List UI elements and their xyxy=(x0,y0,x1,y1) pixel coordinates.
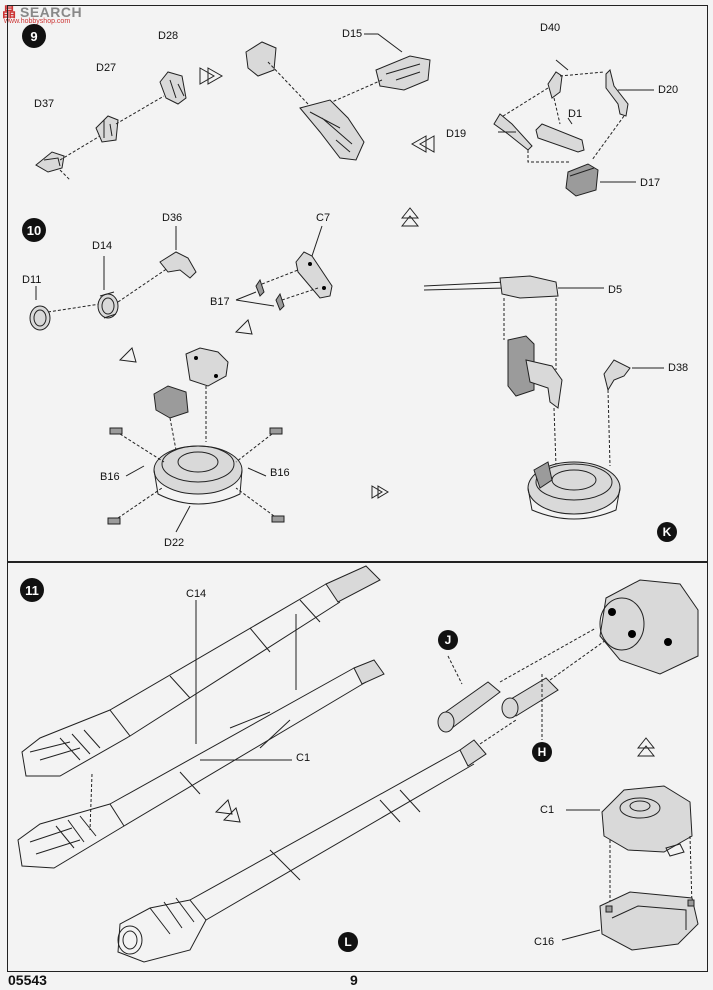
step-number-9: 9 xyxy=(22,24,46,48)
label-d37: D37 xyxy=(34,98,55,110)
part-c1-mantlet-drawing xyxy=(601,785,693,857)
part-d14-drawing xyxy=(97,291,119,319)
part-c7-drawing xyxy=(295,251,333,299)
part-d1-drawing xyxy=(535,123,585,153)
part-seat-plate-drawing xyxy=(185,347,229,387)
label-d17: D17 xyxy=(640,177,661,189)
subassembly-badge-h: H xyxy=(532,742,552,762)
label-d19: D19 xyxy=(446,128,467,140)
panel-step-11 xyxy=(7,562,708,972)
part-d37-drawing xyxy=(35,151,65,173)
label-d28: D28 xyxy=(158,30,179,42)
label-d11: D11 xyxy=(22,274,42,286)
label-d14: D14 xyxy=(92,240,113,252)
part-c16-drawing xyxy=(599,891,699,951)
label-c16: C16 xyxy=(534,936,555,948)
label-c1-barrel: C1 xyxy=(296,752,311,764)
part-d27-drawing xyxy=(95,115,119,143)
label-b16-left: B16 xyxy=(100,471,120,483)
label-b16-right: B16 xyxy=(270,467,290,479)
part-c14-barrel-drawing xyxy=(21,565,381,777)
step-number-10: 10 xyxy=(22,218,46,242)
part-h-drawing xyxy=(501,677,559,719)
part-d40-drawing xyxy=(547,71,563,99)
label-d40: D40 xyxy=(540,22,561,34)
part-d15-drawing xyxy=(245,41,431,161)
part-bracket-drawing xyxy=(153,385,189,419)
page-number: 9 xyxy=(350,972,358,988)
part-d11-drawing xyxy=(29,305,51,331)
part-j-drawing xyxy=(437,681,501,733)
part-d5-drawing xyxy=(423,275,559,299)
subassembly-badge-k: K xyxy=(657,522,677,542)
part-d28-drawing xyxy=(159,71,187,105)
label-d22: D22 xyxy=(164,537,185,549)
label-c7: C7 xyxy=(316,212,331,224)
label-d5: D5 xyxy=(608,284,623,296)
subassembly-badge-j: J xyxy=(438,630,458,650)
part-seat-assembly-drawing xyxy=(507,335,563,409)
part-d20-drawing xyxy=(605,69,629,117)
label-c14: C14 xyxy=(186,588,207,600)
panel-steps-9-10 xyxy=(7,5,708,562)
part-b16-drawing xyxy=(107,427,285,525)
part-c1-barrel-drawing xyxy=(17,659,385,869)
label-b17: B17 xyxy=(210,296,230,308)
part-d38-drawing xyxy=(603,359,631,392)
label-d36: D36 xyxy=(162,212,183,224)
label-d38: D38 xyxy=(668,362,689,374)
kit-number: 05543 xyxy=(8,972,47,988)
label-c1-mantlet: C1 xyxy=(540,804,555,816)
subassembly-badge-l: L xyxy=(338,932,358,952)
part-l-barrel-drawing xyxy=(117,739,487,963)
part-b17-drawing xyxy=(255,278,285,311)
part-d17-drawing xyxy=(565,163,599,197)
label-d27: D27 xyxy=(96,62,117,74)
step-number-11: 11 xyxy=(20,578,44,602)
label-d1: D1 xyxy=(568,108,583,120)
part-mantlet-drawing xyxy=(599,579,699,675)
part-k-assembly-drawing xyxy=(527,461,621,520)
label-d20: D20 xyxy=(658,84,679,96)
part-d36-drawing xyxy=(159,251,197,279)
part-d22-drawing xyxy=(153,445,243,505)
label-d15: D15 xyxy=(342,28,363,40)
